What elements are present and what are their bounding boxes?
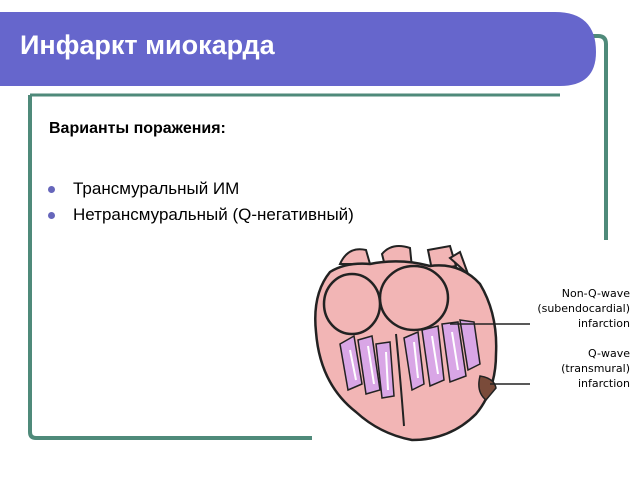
muscle-highlights	[349, 331, 459, 391]
bullet-list: Трансмуральный ИМ Нетрансмуральный (Q-не…	[48, 176, 354, 228]
q-wave-annotation: Q-wave (transmural) infarction	[561, 346, 630, 391]
list-item: Трансмуральный ИМ	[48, 176, 354, 202]
ventricle-muscles	[339, 319, 481, 399]
slide-title: Инфаркт миокарда	[20, 30, 275, 60]
transmural-infarct-area	[478, 375, 497, 402]
heart-illustration	[314, 244, 530, 442]
bullet-dot-icon	[48, 186, 55, 193]
right-atrium	[378, 264, 450, 332]
annotation-line: Non-Q-wave	[561, 287, 630, 300]
vessel-shape	[448, 250, 469, 275]
bullet-text: Нетрансмуральный (Q-негативный)	[73, 205, 354, 224]
vessel-shape	[426, 244, 458, 272]
bullet-text: Трансмуральный ИМ	[73, 179, 240, 198]
bullet-dot-icon	[48, 212, 55, 219]
annotation-line: (subendocardial)	[537, 302, 630, 315]
annotation-line: Q-wave	[588, 347, 630, 360]
title-bar	[0, 12, 596, 86]
slide-subtitle: Варианты поражения:	[49, 120, 226, 137]
annotation-line: infarction	[577, 377, 630, 390]
annotation-line: infarction	[577, 317, 630, 330]
non-q-wave-annotation: Non-Q-wave (subendocardial) infarction	[537, 286, 630, 331]
vessel-shape	[338, 248, 372, 265]
annotation-line: (transmural)	[561, 362, 630, 375]
list-item: Нетрансмуральный (Q-негативный)	[48, 202, 354, 228]
left-atrium	[322, 272, 382, 336]
